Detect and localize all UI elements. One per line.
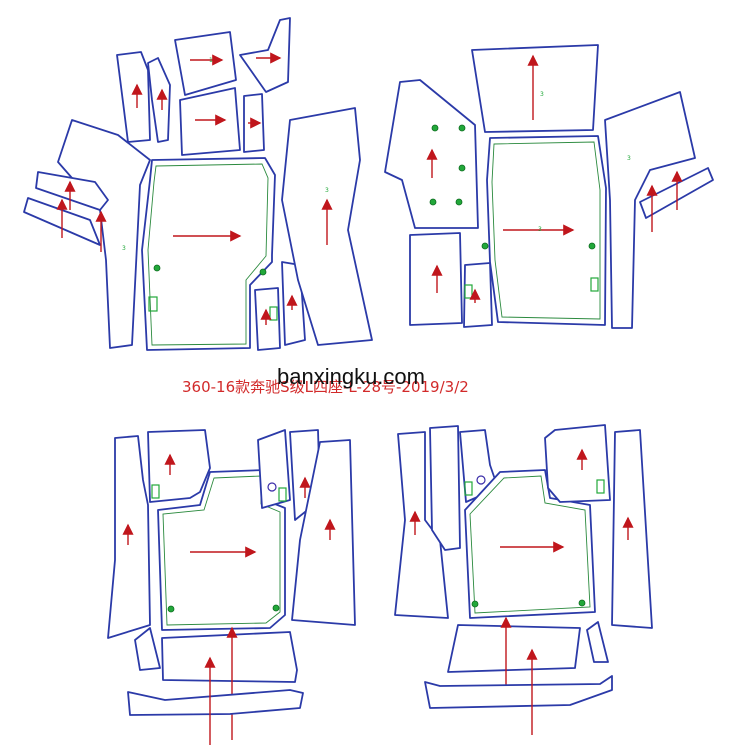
mat-piece (447, 624, 581, 673)
mat-piece (291, 439, 356, 626)
fastener-dot (455, 198, 463, 206)
fastener-dot (588, 242, 596, 250)
svg-text:3: 3 (538, 226, 542, 233)
mat-piece (179, 87, 241, 156)
mat-piece (586, 621, 609, 663)
fastener-dot (481, 242, 489, 250)
fastener-dot (458, 164, 466, 172)
mat-piece (463, 262, 493, 328)
fastener-dot (272, 604, 280, 612)
svg-text:3: 3 (627, 155, 631, 162)
mat-piece (57, 119, 151, 349)
mat-piece (116, 51, 151, 143)
mat-piece (394, 431, 449, 619)
floor-mat (141, 157, 276, 351)
mat-piece (239, 17, 291, 93)
svg-text:3: 3 (540, 91, 544, 98)
clip-slot (148, 296, 158, 312)
fastener-dot (153, 264, 161, 272)
clip-slot (151, 484, 160, 499)
bottom-left-set (107, 429, 356, 745)
mat-piece (174, 31, 237, 96)
pattern-caption: 360-16款奔驰S级L四座-L-28号-2019/3/2 (182, 378, 469, 396)
fastener-dot (458, 124, 466, 132)
mat-piece (257, 429, 291, 509)
clip-slot (464, 481, 473, 496)
mat-piece (134, 627, 161, 671)
svg-text:3: 3 (325, 187, 329, 194)
mat-piece (147, 57, 171, 143)
mat-piece (161, 631, 298, 683)
hole-marker (267, 482, 277, 492)
mat-piece (254, 287, 281, 351)
bottom-right-set (394, 424, 653, 735)
mat-piece (424, 675, 613, 709)
mat-piece (127, 689, 304, 716)
floor-mat (464, 469, 596, 619)
mat-piece (471, 44, 599, 133)
top-right-set: 3 3 3 (384, 44, 714, 329)
clip-slot (278, 487, 287, 502)
mat-piece (429, 425, 461, 551)
hole-marker (476, 475, 486, 485)
mat-piece (409, 232, 463, 326)
mat-piece (604, 91, 696, 329)
fastener-dot (429, 198, 437, 206)
mat-piece (147, 429, 211, 503)
mat-piece (611, 429, 653, 629)
mat-piece (107, 435, 151, 639)
fastener-dot (167, 605, 175, 613)
clip-slot (596, 479, 605, 494)
mat-piece (544, 424, 611, 503)
fastener-dot (259, 268, 267, 276)
clip-slot (590, 277, 599, 292)
top-left-set: 1 3 3 (23, 17, 373, 351)
svg-text:3: 3 (122, 245, 126, 252)
fastener-dot (578, 599, 586, 607)
fastener-dot (471, 600, 479, 608)
watermark: banxingku.com (277, 364, 425, 389)
fastener-dot (431, 124, 439, 132)
svg-text:1: 1 (209, 57, 213, 64)
